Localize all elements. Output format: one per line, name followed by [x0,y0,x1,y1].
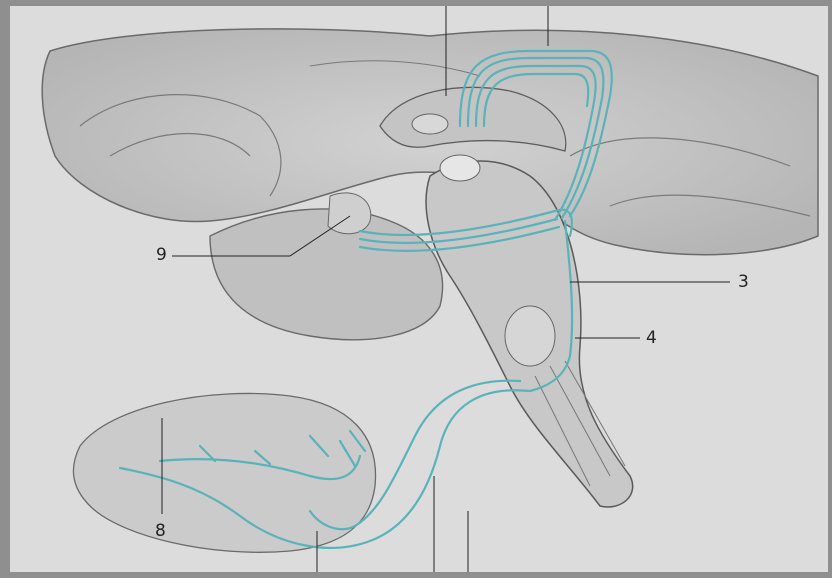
pons [505,306,555,366]
label-9: 9 [156,247,167,264]
lower-organ [73,393,375,552]
label-3: 3 [738,274,749,291]
thalamus [412,114,448,134]
temporal-outline [210,209,443,340]
pineal-region [440,155,480,181]
uncus [328,193,371,234]
organ-outline [73,393,375,552]
label-8: 8 [155,523,166,540]
diagram-canvas [10,6,828,572]
label-4: 4 [646,330,657,347]
anatomy-diagram: 9 3 4 8 [10,6,828,572]
